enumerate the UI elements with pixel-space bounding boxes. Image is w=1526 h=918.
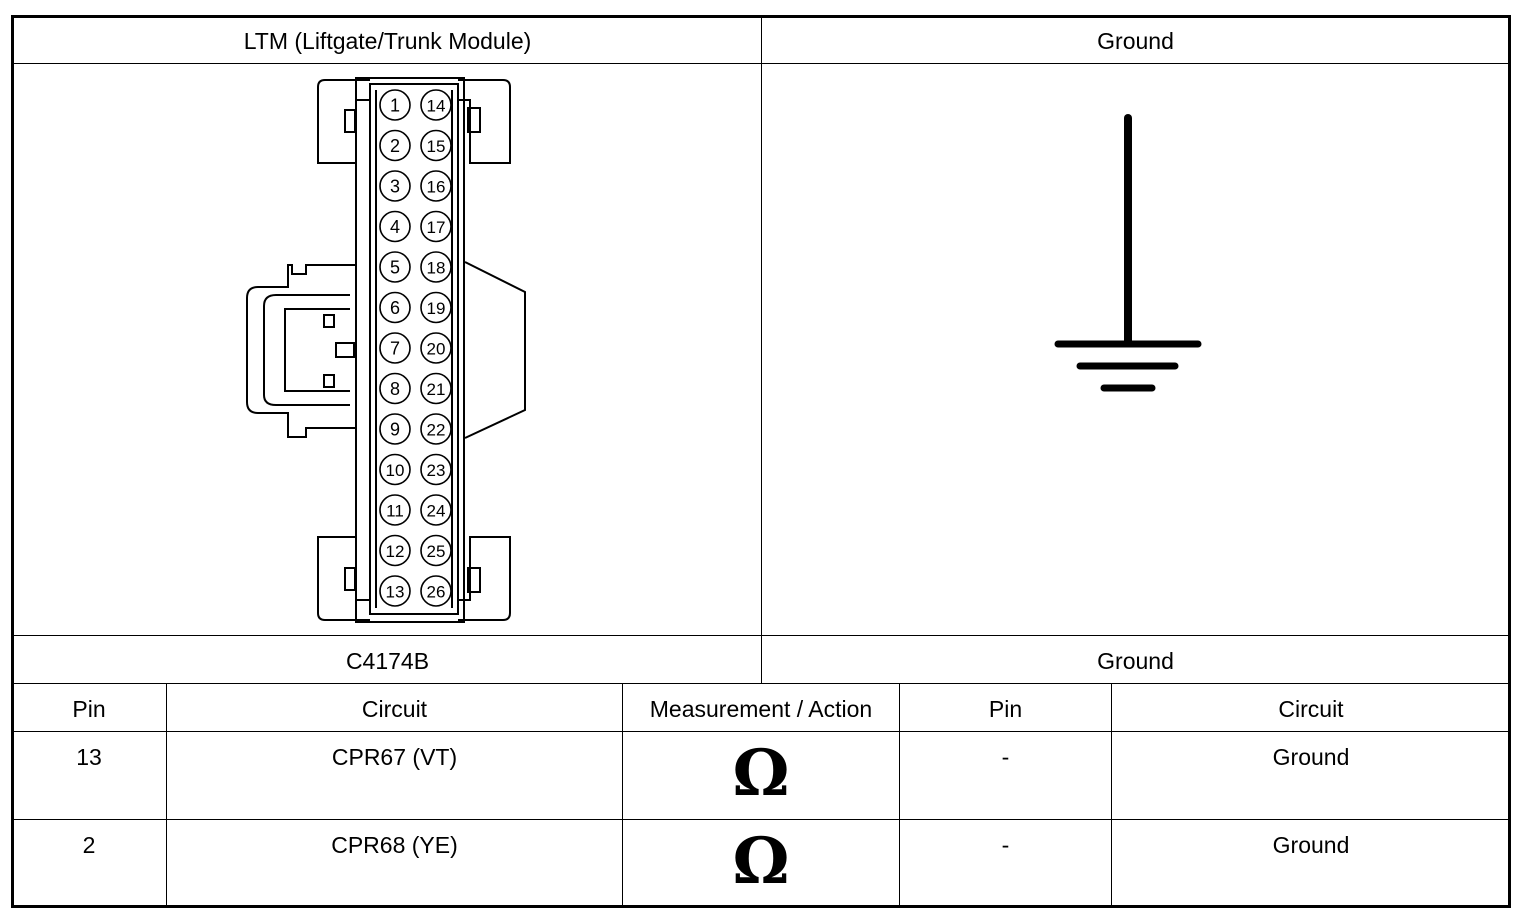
connector-pin-number: 10 [386,461,405,480]
rule-col4 [1111,683,1112,907]
ground-label: Ground [1097,648,1174,674]
connector-pin-number: 9 [390,420,400,440]
connector-pin-number: 23 [427,461,446,480]
rule-col3 [899,683,900,907]
connector-id-label: C4174B [345,648,430,674]
connector-pin-18: 18 [420,251,452,283]
connector-pin-number: 5 [390,258,400,278]
row2-circuit: CPR68 (YE) [331,832,458,858]
connector-pin-16: 16 [420,170,452,202]
col-header-circuit: Circuit [361,696,428,722]
rule-row1-bottom [12,819,1510,820]
connector-pin-8: 8 [379,372,411,405]
connector-pin-14: 14 [420,89,452,121]
connector-pin-number: 12 [386,542,405,561]
connector-pin-17: 17 [420,210,452,243]
connector-pin-3: 3 [379,170,411,202]
connector-pin-26: 26 [420,575,452,607]
connector-pin-number: 7 [390,339,400,359]
row2-ohm-icon: Ω [732,824,790,899]
connector-pin-1: 1 [379,89,411,121]
connector-pin-12: 12 [379,534,411,567]
connector-pin-number: 21 [427,380,446,399]
rule-top-center [761,16,762,684]
connector-pin-number: 22 [427,421,446,440]
connector-pin-number: 24 [427,502,446,521]
col-header-circuit-2: Circuit [1278,696,1344,722]
row2-circuit-2: Ground [1272,832,1350,858]
col-header-pin: Pin [72,696,106,722]
connector-pin-number: 16 [427,178,446,197]
connector-pin-number: 4 [390,217,400,237]
connector-pin-7: 7 [379,332,411,364]
row1-circuit: CPR67 (VT) [331,744,458,770]
module-title: LTM (Liftgate/Trunk Module) [243,28,532,54]
connector-pin-11: 11 [379,494,411,526]
connector-face-diagram: 1234567891011121314151617181920212223242… [246,77,526,623]
connector-pin-9: 9 [379,413,411,445]
connector-pin-15: 15 [420,129,452,162]
connector-pin-number: 8 [390,379,400,399]
connector-pin-number: 14 [427,97,446,116]
row1-circuit-2: Ground [1272,744,1350,770]
connector-pin-number: 20 [427,340,446,359]
connector-pin-25: 25 [420,534,452,567]
connector-pin-5: 5 [379,251,411,283]
connector-pin-number: 6 [390,298,400,318]
connector-pin-2: 2 [379,129,411,162]
rule-col1 [166,683,167,907]
row2-pin: 2 [82,832,96,858]
row1-ohm-icon: Ω [732,736,790,811]
col-header-measurement: Measurement / Action [649,696,873,722]
connector-pin-number: 26 [427,583,446,602]
connector-pin-number: 18 [427,259,446,278]
connector-pin-number: 19 [427,299,446,318]
connector-pin-24: 24 [420,494,452,526]
ground-symbol-icon [1054,114,1202,392]
row2-pin-2: - [1001,832,1010,858]
connector-pin-number: 11 [386,502,404,521]
connector-pin-number: 3 [390,177,400,197]
connector-pin-19: 19 [420,291,452,324]
connector-pin-number: 15 [427,137,446,156]
ground-title: Ground [1097,28,1174,54]
connector-pin-21: 21 [420,372,452,405]
connector-pin-10: 10 [379,453,411,486]
connector-pin-number: 13 [386,583,405,602]
col-header-pin-2: Pin [988,696,1023,722]
rule-table-header-bottom [12,731,1510,732]
connector-pin-number: 2 [390,136,400,156]
connector-pin-23: 23 [420,453,452,486]
connector-pin-number: 1 [390,96,400,116]
rule-col2 [622,683,623,907]
connector-pin-4: 4 [379,210,411,243]
connector-pin-13: 13 [379,575,411,607]
row1-pin: 13 [76,744,102,770]
connector-pin-6: 6 [379,291,411,324]
row1-pin-2: - [1001,744,1010,770]
connector-pin-number: 17 [427,218,446,237]
connector-pin-22: 22 [420,413,452,445]
connector-pin-number: 25 [427,542,446,561]
connector-pin-20: 20 [420,332,452,364]
